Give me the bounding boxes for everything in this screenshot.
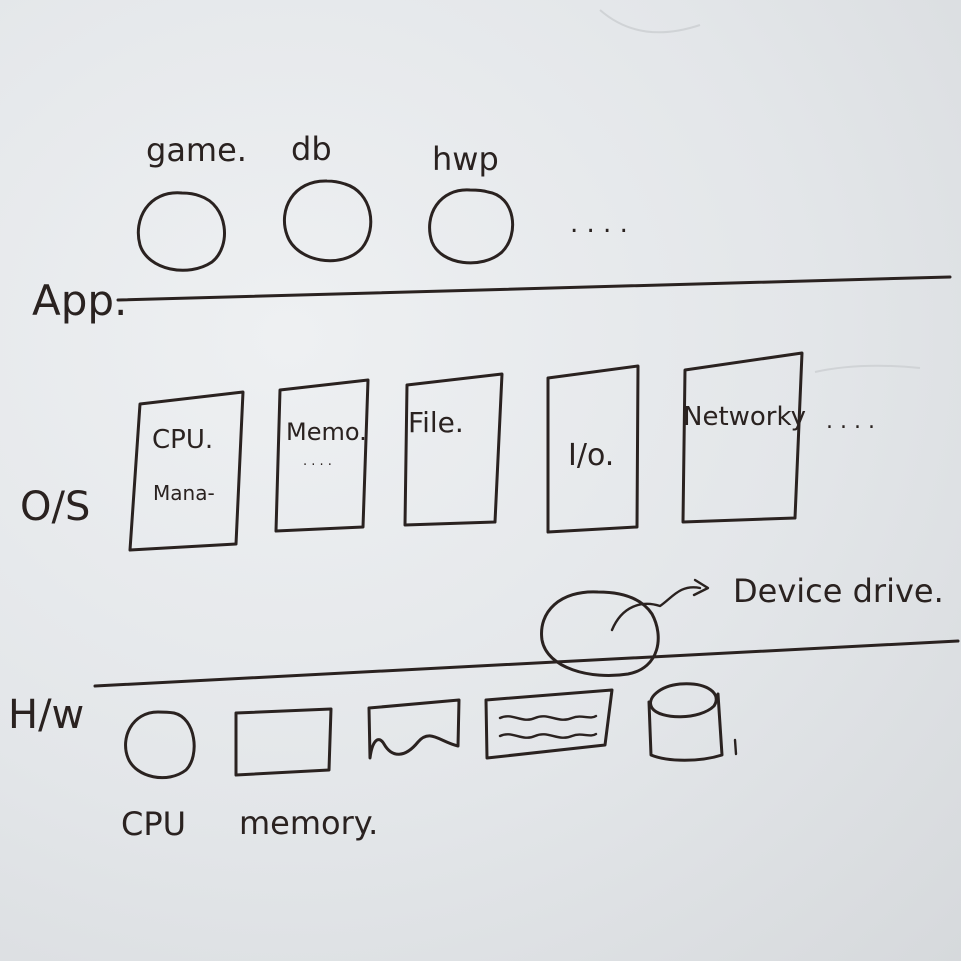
device-driver-arrowhead xyxy=(692,578,710,597)
hw-memory-box xyxy=(234,707,333,777)
hw-disk-body xyxy=(647,692,724,762)
os-module-network xyxy=(681,351,804,524)
app-label-db: db xyxy=(291,130,332,168)
background-mark xyxy=(599,9,701,34)
hw-disk-top xyxy=(649,682,718,719)
os-module-io-label: I/o. xyxy=(568,438,614,473)
os-module-memory-line2: . . . . xyxy=(303,454,332,469)
hw-cpu-circle xyxy=(124,710,196,780)
hw-network-wave-1 xyxy=(498,714,598,721)
app-circle-game xyxy=(136,191,226,272)
os-module-memory-line1: Memo. xyxy=(286,418,367,446)
os-module-cpu xyxy=(128,390,245,552)
layer-label-app: App. xyxy=(32,276,127,325)
hw-memory-label: memory. xyxy=(239,804,378,842)
device-driver-label: Device drive. xyxy=(733,572,944,610)
hw-disk-mark xyxy=(733,738,738,756)
hw-network-wave-2 xyxy=(498,732,598,739)
background-mark xyxy=(814,364,921,373)
os-module-file xyxy=(403,372,504,527)
os-module-file-label: File. xyxy=(408,406,464,439)
device-driver-circle xyxy=(540,590,660,677)
os-module-io xyxy=(546,364,640,534)
os-more-dots: . . . . xyxy=(826,409,875,434)
hw-network-card-icon xyxy=(484,688,614,760)
app-label-hwp: hwp xyxy=(432,140,499,178)
os-hw-divider xyxy=(93,639,960,688)
os-module-cpu-line1: CPU. xyxy=(152,425,213,455)
hw-display-icon xyxy=(367,698,461,760)
layer-label-hw: H/w xyxy=(8,692,84,738)
app-os-divider xyxy=(116,275,952,302)
layer-label-os: O/S xyxy=(20,484,90,530)
hw-cpu-label: CPU xyxy=(121,805,186,843)
app-circle-db xyxy=(282,179,373,263)
app-more-dots: . . . . xyxy=(570,209,628,239)
os-module-cpu-line2: Mana- xyxy=(153,481,215,505)
app-label-game: game. xyxy=(146,131,247,169)
app-circle-hwp xyxy=(428,188,515,265)
device-driver-arrow xyxy=(610,586,702,632)
os-module-network-label: Networky xyxy=(683,402,806,432)
os-module-memory xyxy=(274,378,370,533)
